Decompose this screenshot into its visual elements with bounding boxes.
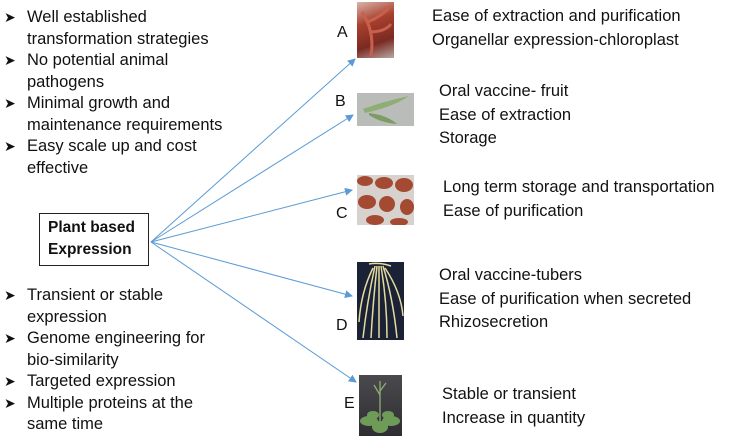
plant-based-expression-box: Plant based Expression — [39, 213, 149, 266]
arrowhead-bullet-icon: ➤ — [4, 138, 16, 154]
arrowhead-bullet-icon: ➤ — [4, 287, 16, 303]
desc-e: Stable or transient Increase in quantity — [442, 385, 586, 427]
label-e: E — [344, 395, 355, 412]
arrowhead-bullet-icon: ➤ — [4, 330, 16, 346]
arrow-to-e — [150, 241, 357, 383]
arrow-to-c — [150, 187, 353, 243]
arrowhead-bullet-icon: ➤ — [4, 95, 16, 111]
center-label-line2: Expression — [48, 241, 132, 258]
desc-b: Oral vaccine- fruit Ease of extraction S… — [439, 82, 572, 147]
arrowhead-bullet-icon: ➤ — [4, 394, 16, 411]
label-d: D — [336, 317, 348, 334]
desc-d: Oral vaccine-tubers Ease of purification… — [439, 266, 692, 331]
brown-seeds-photo-icon — [357, 175, 414, 225]
arrowhead-bullet-icon: ➤ — [4, 9, 16, 25]
desc-a: Ease of extraction and purification Orga… — [432, 7, 681, 49]
desc-c: Long term storage and transportation Eas… — [443, 178, 715, 220]
roots-tubers-photo-icon — [357, 262, 404, 340]
arrowhead-bullet-icon: ➤ — [4, 52, 16, 68]
label-b: B — [335, 93, 346, 110]
arabidopsis-plant-photo-icon — [359, 375, 402, 436]
arrow-to-b — [150, 114, 354, 243]
bullet-item: ➤Targeted expression — [4, 371, 304, 393]
arrow-to-d — [150, 241, 353, 299]
label-c: C — [336, 205, 348, 222]
green-pods-photo-icon — [357, 93, 414, 126]
red-leaves-photo-icon — [357, 2, 394, 58]
center-label-line1: Plant based — [48, 219, 135, 236]
arrowhead-bullet-icon: ➤ — [4, 373, 16, 389]
arrow-to-a — [150, 58, 356, 243]
label-a: A — [337, 24, 348, 41]
